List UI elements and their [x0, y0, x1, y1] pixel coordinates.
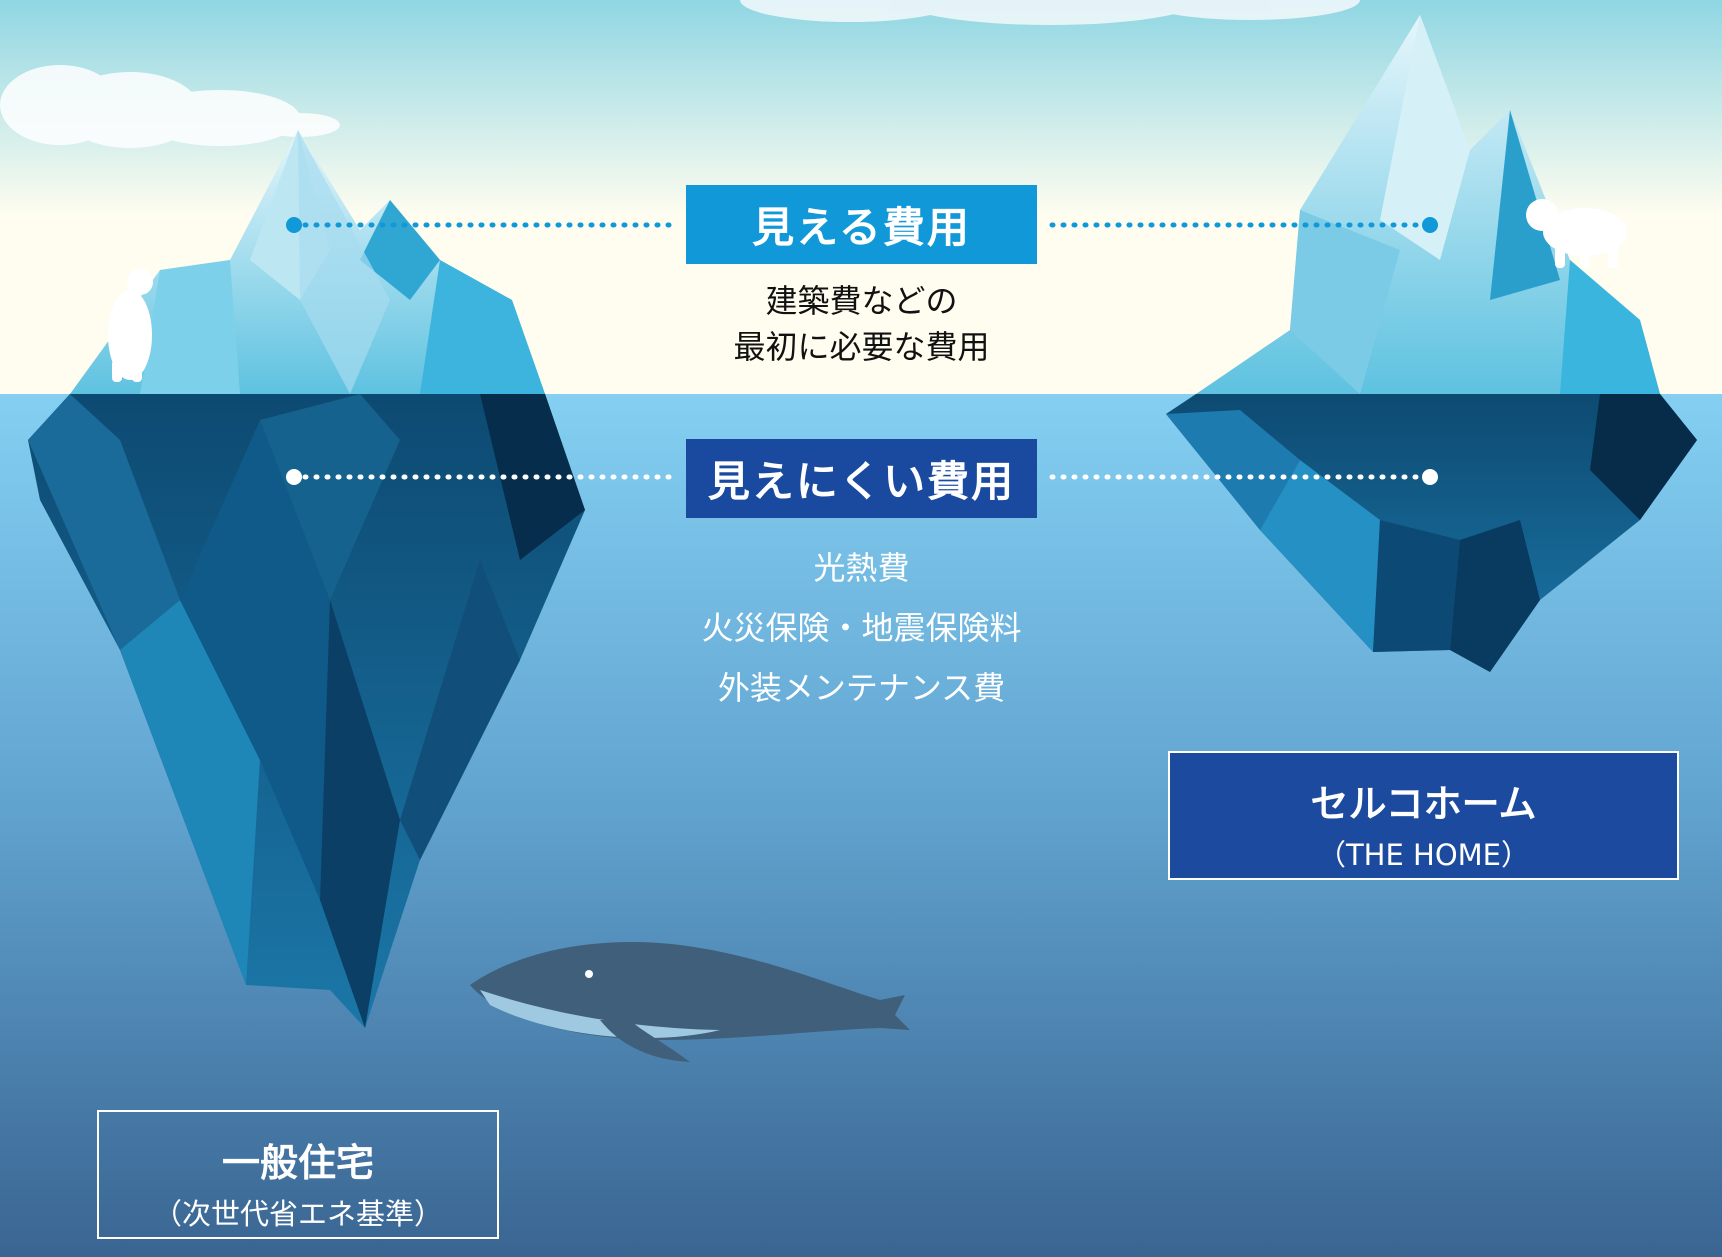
hidden-cost-connector: [286, 469, 1438, 485]
cloud-left: [0, 65, 340, 148]
hidden-cost-list: 光熱費 火災保険・地震保険料 外装メンテナンス費: [600, 538, 1123, 718]
polar-bear-left-icon: [108, 269, 153, 382]
hidden-cost-item: 火災保険・地震保険料: [701, 609, 1022, 647]
hidden-cost-item: 光熱費: [813, 549, 910, 587]
selco-home-label: セルコホーム （THE HOME）: [1168, 751, 1679, 880]
whale-icon: [470, 941, 910, 1062]
hidden-cost-item: 外装メンテナンス費: [717, 669, 1006, 707]
iceberg-selco: [1166, 15, 1697, 672]
general-home-title: 一般住宅: [221, 1141, 374, 1185]
polar-bear-right-icon: [1526, 199, 1627, 268]
visible-cost-connector: [286, 217, 1438, 233]
general-home-subtitle: （次世代省エネ基準）: [152, 1197, 443, 1231]
hidden-cost-label: 見えにくい費用: [686, 439, 1037, 518]
iceberg-general: [28, 130, 585, 1028]
selco-home-title: セルコホーム: [1310, 782, 1537, 826]
cloud-top: [740, 0, 1360, 25]
selco-home-subtitle: （THE HOME）: [1316, 838, 1531, 872]
general-home-label: 一般住宅 （次世代省エネ基準）: [97, 1110, 499, 1239]
visible-cost-description: 建築費などの 最初に必要な費用: [600, 278, 1123, 370]
visible-cost-line: 最初に必要な費用: [733, 328, 990, 366]
visible-cost-label: 見える費用: [686, 185, 1037, 264]
visible-cost-line: 建築費などの: [765, 282, 958, 320]
